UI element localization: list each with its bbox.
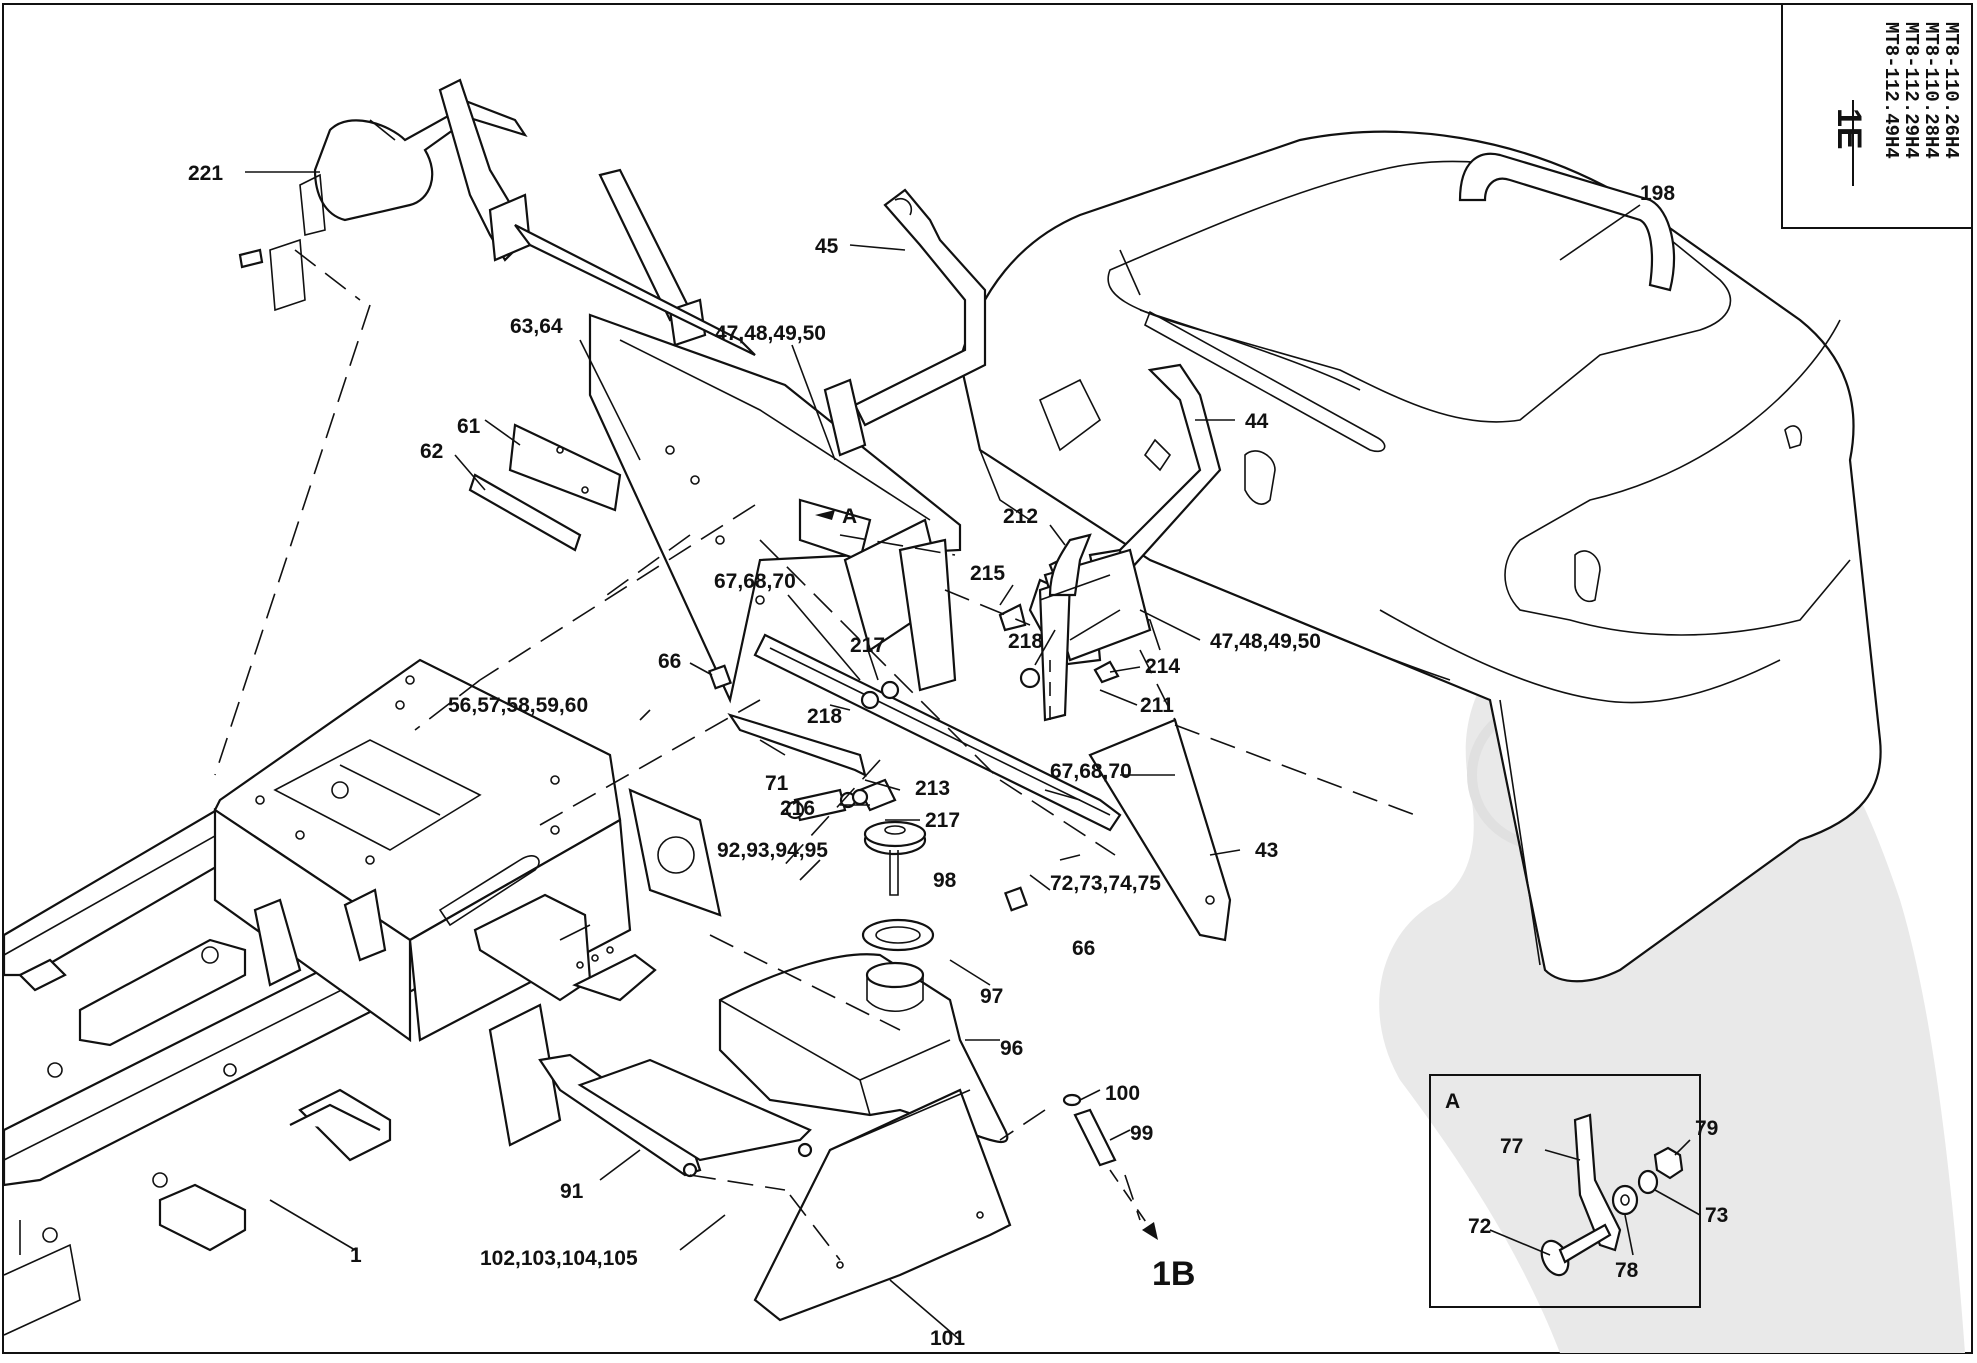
callout-215: 215	[970, 562, 1005, 585]
detail-a-box: A 77 79 73 72 78	[1429, 1074, 1728, 1308]
callout-91: 91	[560, 1180, 584, 1203]
actuator-221	[238, 78, 756, 356]
callout-217-bottom: 217	[925, 809, 960, 832]
seal-ring-97	[861, 918, 935, 952]
callout-218-bottom: 218	[807, 705, 842, 728]
callout-99: 99	[1130, 1122, 1153, 1145]
drawing-frame	[2, 3, 1973, 1354]
plate-61	[508, 423, 622, 512]
rail-67-68-70	[753, 633, 1122, 832]
callout-66-top: 66	[658, 650, 681, 673]
detail-callout-77: 77	[1500, 1135, 1523, 1158]
bracket-211	[1028, 533, 1152, 722]
arrow-to-1B	[1109, 1169, 1158, 1240]
callout-92-93-94-95: 92,93,94,95	[717, 839, 828, 862]
callout-47-48-49-50-top: 47,48,49,50	[715, 322, 826, 345]
callout-217-top: 217	[850, 634, 885, 657]
lever-45	[823, 188, 987, 457]
callout-213: 213	[915, 777, 950, 800]
callout-62: 62	[420, 440, 443, 463]
callout-211: 211	[1140, 694, 1174, 717]
bracket-91	[538, 1053, 813, 1178]
callout-47-48-49-50-right: 47,48,49,50	[1210, 630, 1321, 653]
callout-98: 98	[933, 869, 957, 892]
callout-43: 43	[1255, 839, 1278, 862]
title-block: MT8-110.26H4 MT8-110.28H4 MT8-112.29H4 M…	[1781, 4, 1972, 229]
callout-67-68-70-left: 67,68,70	[714, 570, 796, 593]
callout-1: 1	[350, 1244, 362, 1267]
callout-a-marker: A	[842, 505, 857, 528]
small-parts	[707, 603, 1120, 912]
callout-212: 212	[1003, 505, 1038, 528]
fuel-cap-98	[863, 820, 927, 896]
detail-a-title: A	[1445, 1090, 1460, 1113]
exploded-paths	[214, 249, 1416, 1261]
callout-96: 96	[1000, 1037, 1023, 1060]
callout-1B: 1B	[1152, 1255, 1195, 1293]
strip-71	[727, 713, 867, 778]
callout-66-bottom: 66	[1072, 937, 1095, 960]
callout-63-64: 63,64	[510, 315, 563, 338]
callout-221: 221	[188, 162, 223, 185]
callout-101: 101	[930, 1327, 965, 1350]
cover-101	[753, 1088, 1012, 1322]
callout-97: 97	[980, 985, 1003, 1008]
strip-62	[468, 473, 582, 552]
detail-callout-78: 78	[1615, 1259, 1639, 1282]
callout-72-73-74-75: 72,73,74,75	[1050, 872, 1161, 895]
callout-61: 61	[457, 415, 481, 438]
model-code-1: MT8-110.26H4	[1940, 22, 1962, 159]
callout-44: 44	[1245, 410, 1269, 433]
callout-56-57-58-59-60: 56,57,58,59,60	[448, 694, 588, 717]
model-code-4: MT8-112.49H4	[1880, 22, 1902, 159]
group-code: 1E	[1830, 108, 1868, 150]
model-code-3: MT8-112.29H4	[1900, 22, 1922, 159]
callout-102-103-104-105: 102,103,104,105	[480, 1247, 638, 1270]
pin-99	[1062, 1093, 1117, 1167]
callout-218-top: 218	[1008, 630, 1043, 653]
leader-lines	[245, 171, 1641, 1341]
callout-214: 214	[1145, 655, 1180, 678]
housing-56-60	[213, 658, 722, 1147]
detail-callout-73: 73	[1705, 1204, 1728, 1227]
callout-labels: 221 198 45 47,48,49,50 63,64 61 62 44 A …	[188, 162, 1675, 1350]
callout-198: 198	[1640, 182, 1675, 205]
callout-45: 45	[815, 235, 839, 258]
callout-67-68-70-right: 67,68,70	[1050, 760, 1132, 783]
detail-callout-79: 79	[1695, 1117, 1718, 1140]
callout-100: 100	[1105, 1082, 1140, 1105]
callout-71: 71	[765, 772, 789, 795]
callout-216: 216	[780, 797, 815, 820]
model-code-2: MT8-110.28H4	[1920, 22, 1942, 159]
detail-callout-72: 72	[1468, 1215, 1491, 1238]
grass-box-198	[958, 130, 1882, 983]
